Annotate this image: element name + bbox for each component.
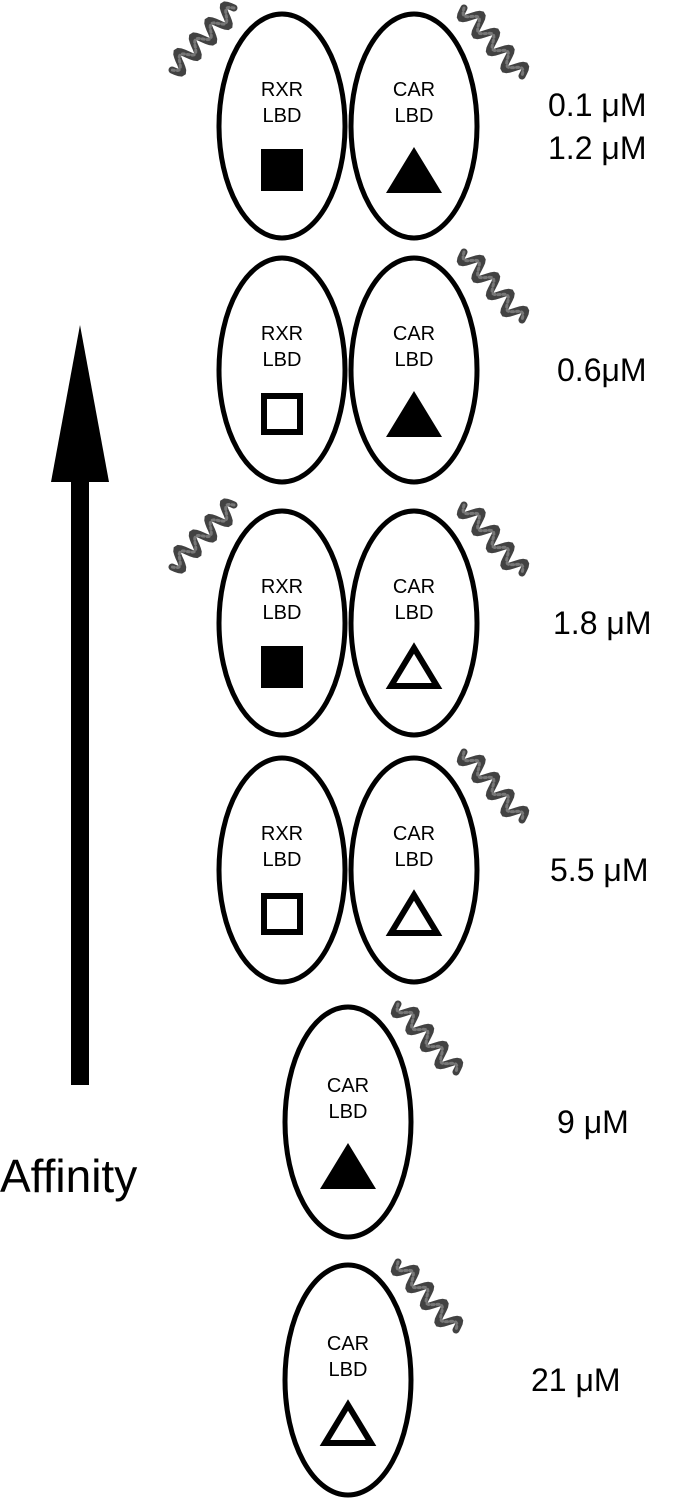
rxr-lbd-oval — [216, 755, 348, 985]
rxr-lbd-domain: RXR LBD — [168, 498, 348, 738]
rxr-lbd-oval — [216, 255, 348, 485]
rxr-lbd-domain: RXR LBD — [168, 1, 348, 241]
car-label: CAR — [393, 823, 435, 845]
car-ligand-open-triangle — [385, 642, 443, 689]
car-label: CAR — [393, 576, 435, 598]
rxr-lbd-label: LBD — [263, 602, 302, 624]
car-lbd-label: LBD — [329, 1101, 368, 1123]
rxr-ligand-filled-square — [261, 149, 303, 191]
car-lbd-domain: CAR LBD — [348, 748, 530, 985]
rxr-label: RXR — [261, 79, 303, 101]
complex-5: CAR LBD 9 μM — [282, 1000, 629, 1240]
car-lbd-label: LBD — [395, 349, 434, 371]
car-ligand-open-triangle — [385, 889, 443, 936]
rxr-ligand-open-square — [261, 893, 303, 935]
kd-value: 0.1 μM — [548, 87, 646, 123]
car-coactivator-helix-icon — [456, 248, 530, 324]
complex-4: RXR LBD CAR LBD 5.5 μM — [216, 748, 648, 985]
complex-2: RXR LBD CAR LBD 0.6μM — [216, 248, 647, 485]
car-lbd-domain: CAR LBD — [348, 501, 530, 738]
affinity-arrow — [51, 325, 109, 1085]
kd-value: 9 μM — [557, 1104, 629, 1140]
car-coactivator-helix-icon — [456, 501, 530, 577]
car-lbd-oval — [282, 1262, 414, 1498]
car-lbd-oval — [282, 1004, 414, 1240]
car-lbd-label: LBD — [395, 602, 434, 624]
car-lbd-oval — [348, 11, 480, 241]
complex-3: RXR LBD CAR LBD 1.8 μM — [168, 498, 651, 738]
car-lbd-label: LBD — [395, 105, 434, 127]
rxr-label: RXR — [261, 576, 303, 598]
rxr-label: RXR — [261, 323, 303, 345]
car-label: CAR — [393, 323, 435, 345]
car-lbd-label: LBD — [395, 849, 434, 871]
rxr-lbd-label: LBD — [263, 849, 302, 871]
rxr-lbd-domain: RXR LBD — [216, 755, 348, 985]
car-ligand-filled-triangle — [386, 147, 442, 193]
kd-value: 1.8 μM — [553, 605, 651, 641]
rxr-lbd-oval — [216, 508, 348, 738]
complex-1: RXR LBD CAR LBD 0.1 μM 1.2 μM — [168, 1, 646, 241]
complexes-group: RXR LBD CAR LBD 0.1 μM 1.2 μM RXR LBD CAR LBD 0.6μ… — [168, 1, 651, 1498]
car-coactivator-helix-icon — [456, 4, 530, 80]
kd-value: 0.6μM — [557, 352, 647, 388]
car-coactivator-helix-icon — [390, 1000, 464, 1076]
kd-value: 1.2 μM — [548, 130, 646, 166]
rxr-lbd-label: LBD — [263, 349, 302, 371]
car-ligand-filled-triangle — [386, 391, 442, 437]
car-ligand-open-triangle — [319, 1399, 377, 1446]
car-lbd-oval — [348, 255, 480, 485]
car-lbd-oval — [348, 755, 480, 985]
car-coactivator-helix-icon — [456, 748, 530, 824]
rxr-ligand-filled-square — [261, 646, 303, 688]
car-label: CAR — [393, 79, 435, 101]
car-coactivator-helix-icon — [390, 1258, 464, 1334]
car-lbd-oval — [348, 508, 480, 738]
rxr-lbd-oval — [216, 11, 348, 241]
rxr-lbd-domain: RXR LBD — [216, 255, 348, 485]
car-ligand-filled-triangle — [320, 1143, 376, 1189]
car-lbd-domain: CAR LBD — [282, 1000, 464, 1240]
rxr-coactivator-helix-icon — [168, 498, 238, 574]
rxr-label: RXR — [261, 823, 303, 845]
rxr-ligand-open-square — [261, 393, 303, 435]
car-lbd-domain: CAR LBD — [348, 248, 530, 485]
rxr-coactivator-helix-icon — [168, 1, 238, 77]
car-lbd-domain: CAR LBD — [348, 4, 530, 241]
affinity-label: Affinity — [0, 1150, 137, 1202]
car-lbd-label: LBD — [329, 1359, 368, 1381]
kd-value: 21 μM — [531, 1362, 621, 1398]
kd-value: 5.5 μM — [550, 852, 648, 888]
car-label: CAR — [327, 1333, 369, 1355]
car-label: CAR — [327, 1075, 369, 1097]
rxr-lbd-label: LBD — [263, 105, 302, 127]
car-lbd-domain: CAR LBD — [282, 1258, 464, 1498]
complex-6: CAR LBD 21 μM — [282, 1258, 621, 1498]
